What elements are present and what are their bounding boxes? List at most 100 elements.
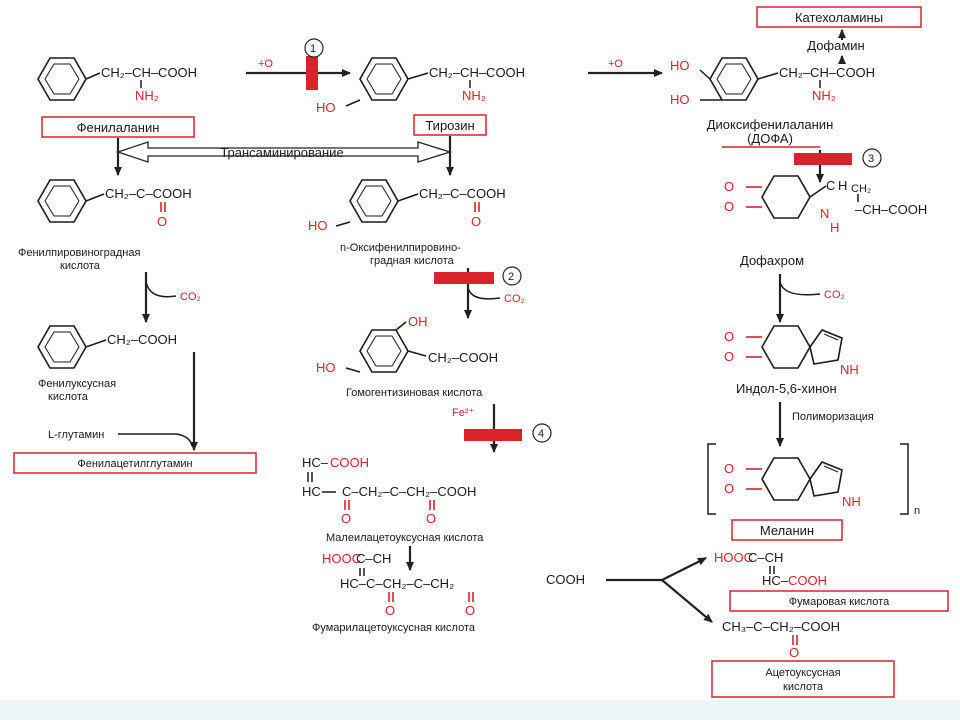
step-badge-3 xyxy=(862,148,882,168)
co2-2: CO₂ xyxy=(504,293,525,305)
homogentisic-label: Гомогентизиновая кислота xyxy=(346,387,483,399)
svg-text:COOH: COOH xyxy=(330,455,369,470)
co2-1: CO₂ xyxy=(180,291,201,303)
svg-text:HC: HC xyxy=(302,484,321,499)
acetoacetic-label-2: кислота xyxy=(783,681,824,693)
svg-text:HOOC: HOOC xyxy=(322,551,361,566)
acetoacetic-box xyxy=(711,660,895,698)
svg-text:CH₂: CH₂ xyxy=(851,183,871,195)
phenylalanine-label: Фенилаланин xyxy=(77,120,160,135)
melanin-structure: O O NH n xyxy=(707,443,920,517)
ppa-label-2: кислота xyxy=(60,260,101,272)
svg-text:HOOC: HOOC xyxy=(714,550,753,565)
acetoacetic-label-1: Ацетоуксусная xyxy=(765,667,840,679)
svg-text:CH₃–C–CH₂–COOH: CH₃–C–CH₂–COOH xyxy=(722,619,840,634)
svg-text:O: O xyxy=(789,645,799,660)
maleylacetoacetic-structure: HC– COOH HC C–CH₂–C–CH₂–COOH O O xyxy=(302,455,476,526)
hydroxyphenylpyruvic-structure: CH₂–C–COOH O HO xyxy=(308,179,506,233)
indolequinone-structure: O O NH xyxy=(724,325,859,377)
svg-text:3: 3 xyxy=(868,153,874,165)
enzyme-block-2 xyxy=(434,272,494,284)
svg-text:HC–: HC– xyxy=(302,455,329,470)
enzyme-block-1 xyxy=(306,56,318,90)
catecholamines-box xyxy=(756,6,922,28)
step-badge-4 xyxy=(532,423,552,443)
transamination-double-arrow xyxy=(115,141,453,163)
acetoacetic-structure: CH₃–C–CH₂–COOH O xyxy=(722,619,840,660)
fumaric-structure: HOOC C–CH HC– COOH xyxy=(714,550,827,588)
maleyl-label: Малеилацетоуксусная кислота xyxy=(326,532,484,544)
svg-text:NH: NH xyxy=(842,494,861,509)
tyrosine-box xyxy=(413,114,487,136)
paa-label-2: кислота xyxy=(48,391,89,403)
svg-text:O: O xyxy=(724,461,734,476)
svg-text:O: O xyxy=(724,179,734,194)
indolequinone-label: Индол-5,6-хинон xyxy=(736,381,837,396)
svg-text:N: N xyxy=(820,206,829,221)
step-badge-2 xyxy=(502,266,522,286)
fumarylacetoacetic-structure: HOOC C–CH HC–C–CH₂–C–CH₂ O O COOH xyxy=(322,551,585,618)
footer-band xyxy=(0,700,960,720)
dofa-chain: CH₂–CH–COOH xyxy=(779,65,875,80)
dopachrome-label: Дофахром xyxy=(740,253,804,268)
dopamine-label: Дофамин xyxy=(807,38,864,53)
phenylacetic-structure: CH₂–COOH xyxy=(37,325,177,369)
phe-nh2: NH₂ xyxy=(135,88,159,103)
svg-text:H: H xyxy=(830,220,839,235)
catecholamines-label: Катехоламины xyxy=(795,10,883,25)
pag-label: Фенилацетилглутамин xyxy=(77,458,192,470)
svg-text:2: 2 xyxy=(508,271,514,283)
svg-text:C–CH: C–CH xyxy=(748,550,783,565)
glutamine-label: L-глутамин xyxy=(48,429,104,441)
melanin-label: Меланин xyxy=(760,523,814,538)
svg-text:HO: HO xyxy=(316,360,336,375)
co2-3: CO₂ xyxy=(824,289,845,301)
tyrosine-structure: CH₂–CH–COOH NH₂ HO xyxy=(316,57,525,115)
phe-chain: CH₂–CH–COOH xyxy=(101,65,197,80)
svg-text:HC–C–CH₂–C–CH₂: HC–C–CH₂–C–CH₂ xyxy=(340,576,454,591)
svg-text:1: 1 xyxy=(310,43,316,55)
svg-text:O: O xyxy=(724,329,734,344)
dofa-nh2: NH₂ xyxy=(812,88,836,103)
fumaryl-label: Фумарилацетоуксусная кислота xyxy=(312,622,476,634)
svg-text:CH₂–C–COOH: CH₂–C–COOH xyxy=(419,186,506,201)
tyr-chain: CH₂–CH–COOH xyxy=(429,65,525,80)
polymer-n: n xyxy=(914,505,920,517)
svg-text:NH: NH xyxy=(840,362,859,377)
dofa-ho-top: HO xyxy=(670,58,690,73)
reagent-o-1: +O xyxy=(258,58,273,70)
paa-label-1: Фенилуксусная xyxy=(38,378,116,390)
hppa-label-2: градная кислота xyxy=(370,255,455,267)
svg-text:O: O xyxy=(341,511,351,526)
step-badge-1 xyxy=(304,38,324,58)
svg-text:4: 4 xyxy=(538,428,544,440)
fumaric-box xyxy=(729,590,949,612)
dofa-structure: CH₂–CH–COOH NH₂ HO HO xyxy=(670,57,875,107)
reagent-o-2: +O xyxy=(608,58,623,70)
svg-text:O: O xyxy=(724,199,734,214)
svg-text:C–CH₂–C–CH₂–COOH: C–CH₂–C–CH₂–COOH xyxy=(342,484,476,499)
svg-text:H: H xyxy=(838,178,847,193)
svg-text:O: O xyxy=(471,214,481,229)
svg-text:O: O xyxy=(724,349,734,364)
svg-text:O: O xyxy=(385,603,395,618)
svg-text:CH₂–COOH: CH₂–COOH xyxy=(428,350,498,365)
svg-text:HO: HO xyxy=(308,218,328,233)
tyrosine-label: Тирозин xyxy=(425,118,474,133)
dofa-label-2: (ДОФА) xyxy=(747,131,793,146)
dofa-ho-bottom: HO xyxy=(670,92,690,107)
to-fumarate-arrow xyxy=(606,557,707,582)
reagent-fe: Fe²⁺ xyxy=(452,407,475,419)
svg-text:C–CH: C–CH xyxy=(356,551,391,566)
svg-text:CH₂–C–COOH: CH₂–C–COOH xyxy=(105,186,192,201)
enzyme-block-4 xyxy=(464,429,522,441)
svg-text:O: O xyxy=(157,214,167,229)
tyr-ho: HO xyxy=(316,100,336,115)
svg-text:CH₂–COOH: CH₂–COOH xyxy=(107,332,177,347)
phenylalanine-box xyxy=(41,116,195,138)
svg-text:HC–: HC– xyxy=(762,573,789,588)
svg-text:O: O xyxy=(465,603,475,618)
ppa-label-1: Фенилпировиноградная xyxy=(18,247,140,259)
svg-text:OH: OH xyxy=(408,314,428,329)
